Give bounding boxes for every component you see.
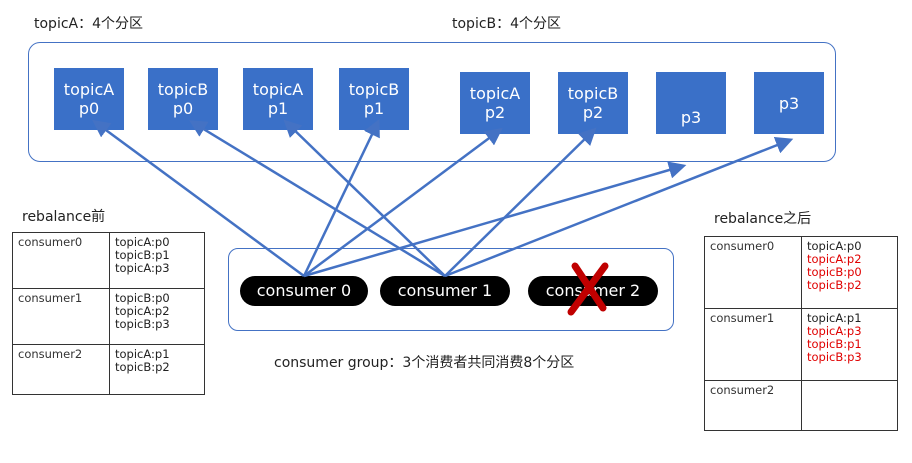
partition-box-7: p3 — [754, 72, 824, 134]
assignment-cell: topicA:p0 topicB:p1 topicA:p3 — [109, 232, 205, 289]
arrow-c0-topicA-p0 — [92, 119, 305, 278]
assignment-cell: topicA:p0 topicA:p2 topicB:p0 topicB:p2 — [801, 236, 898, 309]
table-row: consumer2 — [704, 380, 898, 431]
partition-box-1: topicB p0 — [148, 68, 218, 130]
partition-topic: topicA — [63, 80, 115, 99]
consumer-pill-1: consumer 1 — [380, 276, 510, 306]
arrow-c0-topicB-p1 — [302, 118, 380, 277]
assignment-item: topicB:p3 — [115, 317, 170, 331]
assignment-item: topicB:p0 — [115, 291, 170, 305]
partition-box-4: topicA p2 — [460, 72, 530, 134]
assignment-item: topicA:p2 — [115, 304, 170, 318]
partition-id: p0 — [172, 99, 194, 118]
added-assignment-item: topicB:p3 — [807, 350, 862, 364]
table-row: consumer0 topicA:p0 topicB:p1 topicA:p3 — [12, 232, 205, 289]
partition-id: p1 — [363, 99, 385, 118]
added-assignment-item: topicA:p3 — [807, 324, 862, 338]
consumer-name: consumer2 — [704, 380, 802, 431]
consumer-name: consumer0 — [12, 232, 110, 289]
assignment-item: topicA:p3 — [115, 261, 170, 275]
assignment-cell: topicB:p0 topicA:p2 topicB:p3 — [109, 288, 205, 345]
assignment-cell: topicA:p1 topicB:p2 — [109, 344, 205, 395]
table-row: consumer0 topicA:p0 topicA:p2 topicB:p0 … — [704, 236, 898, 309]
partition-topic: topicB — [567, 84, 619, 103]
assignment-item: topicB:p2 — [115, 360, 170, 374]
assignment-item: topicA:p0 — [807, 239, 862, 253]
partition-topic: topicB — [348, 80, 400, 99]
arrow-c1-topicA-p2 — [444, 127, 597, 277]
consumer-name: consumer1 — [12, 288, 110, 345]
partition-id: p3 — [680, 108, 702, 127]
topic-b-label: topicB：4个分区 — [452, 16, 562, 32]
added-assignment-item: topicB:p1 — [807, 337, 862, 351]
partition-box-5: topicB p2 — [558, 72, 628, 134]
consumer-group-frame — [228, 248, 674, 331]
assignment-item: topicA:p1 — [115, 347, 170, 361]
table-row: consumer2 topicA:p1 topicB:p2 — [12, 344, 205, 395]
table-row: consumer1 topicB:p0 topicA:p2 topicB:p3 — [12, 288, 205, 345]
topic-a-label: topicA：4个分区 — [34, 16, 144, 32]
cross-icon — [567, 262, 609, 316]
arrow-c0-topicB-p2 — [303, 127, 503, 278]
assignment-cell: topicA:p1 topicA:p3 topicB:p1 topicB:p3 — [801, 308, 898, 381]
partition-topic: topicB — [157, 80, 209, 99]
arrow-c0-topicA-p3 — [303, 161, 687, 278]
partition-box-6: p3 — [656, 72, 726, 134]
consumer-name: consumer2 — [12, 344, 110, 395]
added-assignment-item: topicB:p0 — [807, 265, 862, 279]
table-row: consumer1 topicA:p1 topicA:p3 topicB:p1 … — [704, 308, 898, 381]
consumer-name: consumer1 — [704, 308, 802, 381]
consumer-pill-0: consumer 0 — [240, 276, 368, 306]
assignment-item: topicA:p1 — [807, 311, 862, 325]
after-title: rebalance之后 — [714, 211, 812, 227]
added-assignment-item: topicA:p2 — [807, 252, 862, 266]
partition-id: p2 — [484, 103, 506, 122]
added-assignment-item: topicB:p2 — [807, 278, 862, 292]
consumer-group-caption: consumer group：3个消费者共同消费8个分区 — [274, 355, 575, 371]
assignment-item: topicA:p0 — [115, 235, 170, 249]
partition-topic: topicA — [252, 80, 304, 99]
arrow-c1-topicA-p1 — [283, 119, 446, 277]
before-title: rebalance前 — [22, 209, 106, 225]
assignment-cell — [801, 380, 898, 431]
after-table: consumer0 topicA:p0 topicA:p2 topicB:p0 … — [704, 236, 898, 431]
partition-id: p0 — [78, 99, 100, 118]
partition-topic: topicA — [469, 84, 521, 103]
partitions-frame — [28, 42, 836, 162]
partition-id: p3 — [778, 93, 800, 113]
partition-id: p1 — [267, 99, 289, 118]
before-table: consumer0 topicA:p0 topicB:p1 topicA:p3 … — [12, 232, 205, 395]
partition-id: p2 — [582, 103, 604, 122]
assignment-item: topicB:p1 — [115, 248, 170, 262]
consumer-name: consumer0 — [704, 236, 802, 309]
arrow-c1-topicB-p0 — [189, 120, 446, 278]
arrow-c1-topicB-p3 — [444, 136, 794, 278]
partition-box-0: topicA p0 — [54, 68, 124, 130]
